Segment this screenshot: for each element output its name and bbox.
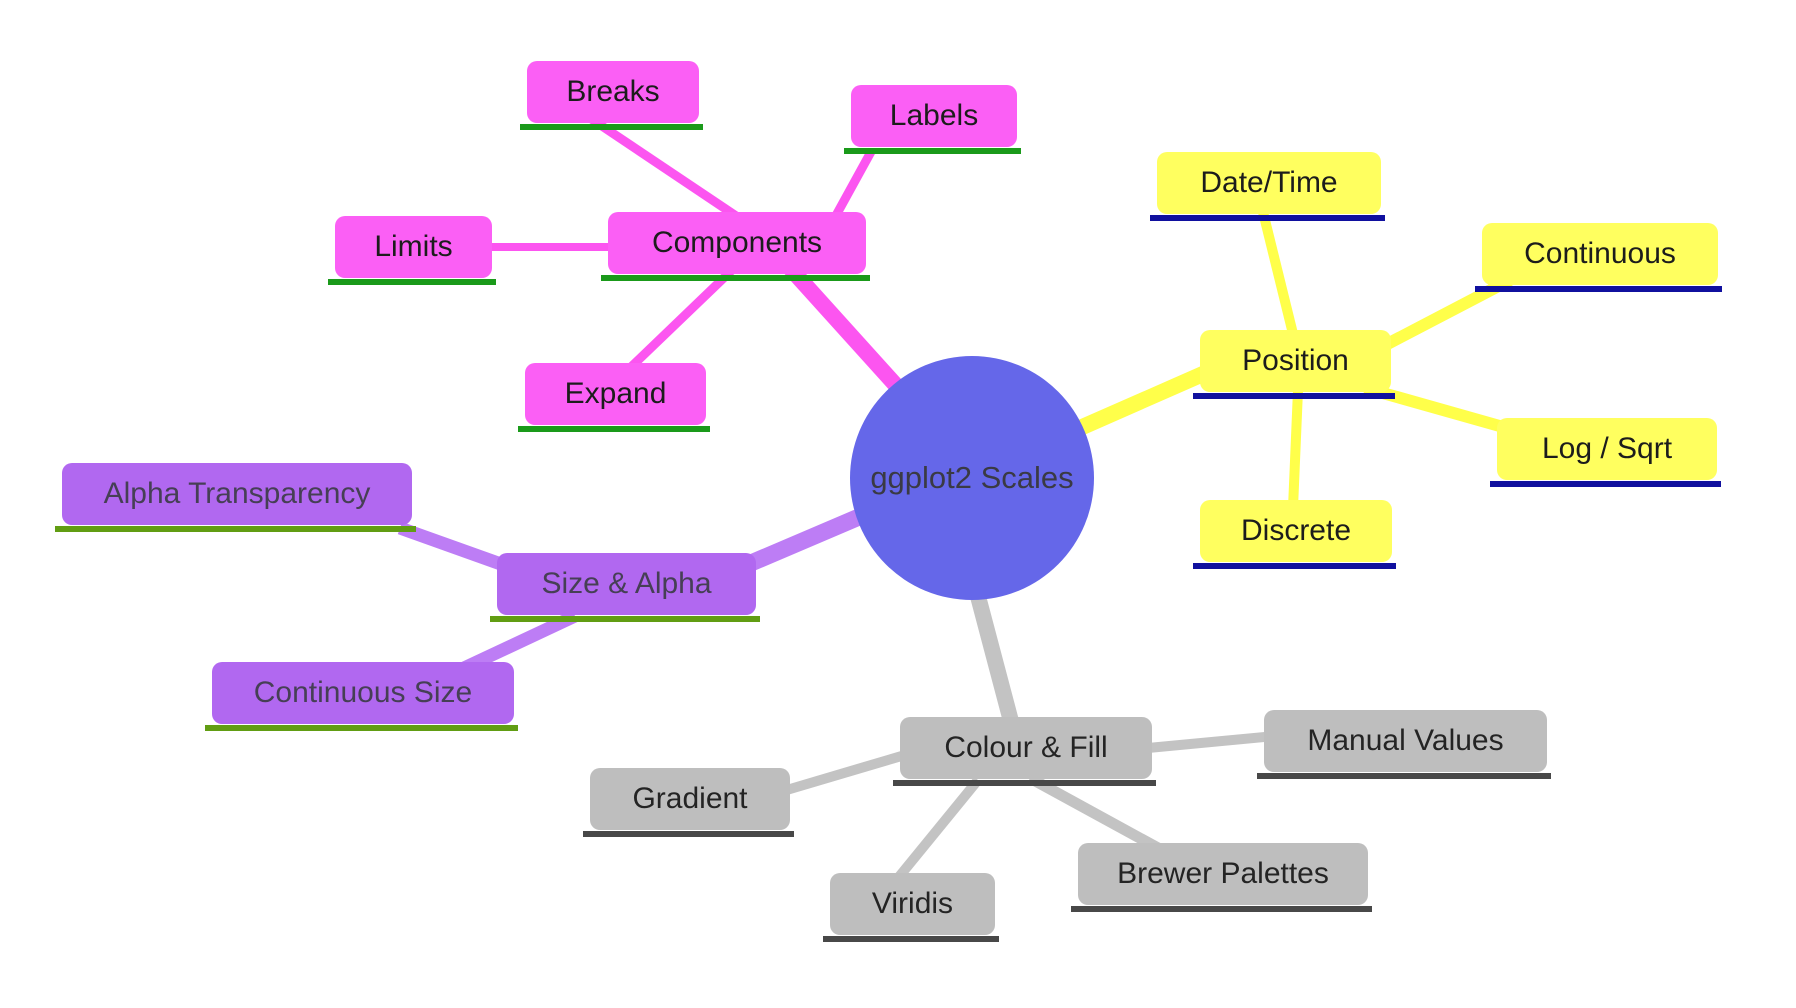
node-underline — [823, 936, 999, 942]
node-labels[interactable]: Labels — [844, 85, 1021, 154]
connector-position-center — [1076, 362, 1216, 436]
node-underline — [893, 780, 1156, 786]
node-viridis[interactable]: Viridis — [823, 873, 999, 942]
node-continuous-size[interactable]: Continuous Size — [205, 662, 518, 731]
node-underline — [205, 725, 518, 731]
node-underline — [1150, 215, 1385, 221]
node-logsqrt[interactable]: Log / Sqrt — [1490, 418, 1721, 487]
node-limits-label: Limits — [374, 230, 453, 263]
connector-brewerpalettes-colourfill — [1027, 773, 1161, 853]
node-continuous[interactable]: Continuous — [1475, 223, 1722, 292]
node-alpha-transparency-label: Alpha Transparency — [103, 477, 371, 510]
connector-viridis-colourfill — [894, 776, 982, 882]
node-underline — [55, 526, 416, 532]
connector-continuous-position — [1369, 274, 1513, 358]
center-node[interactable]: ggplot2 Scales — [850, 356, 1094, 600]
center-node-label: ggplot2 Scales — [870, 460, 1074, 495]
node-underline — [518, 426, 710, 432]
node-size-alpha-label: Size & Alpha — [541, 567, 712, 600]
node-viridis-label: Viridis — [871, 887, 954, 920]
node-underline — [1490, 481, 1721, 487]
node-position[interactable]: Position — [1193, 330, 1395, 399]
node-discrete-label: Discrete — [1240, 514, 1352, 547]
node-manual-values[interactable]: Manual Values — [1257, 710, 1551, 779]
node-size-alpha[interactable]: Size & Alpha — [490, 553, 760, 622]
node-position-label: Position — [1242, 344, 1349, 377]
node-underline — [844, 148, 1021, 154]
connector-datetime-position — [1258, 210, 1302, 352]
node-logsqrt-label: Log / Sqrt — [1541, 432, 1673, 465]
node-underline — [1193, 393, 1395, 399]
node-datetime-label: Date/Time — [1200, 166, 1338, 199]
node-continuous-size-label: Continuous Size — [253, 676, 473, 709]
connector-continuoussize-sizealpha — [461, 610, 578, 674]
node-expand[interactable]: Expand — [518, 363, 710, 432]
node-gradient-label: Gradient — [632, 782, 748, 815]
node-underline — [583, 831, 794, 837]
node-labels-label: Labels — [889, 99, 979, 132]
node-underline — [1475, 286, 1722, 292]
node-breaks[interactable]: Breaks — [520, 61, 703, 130]
node-colour-fill-label: Colour & Fill — [944, 731, 1108, 764]
node-underline — [490, 616, 760, 622]
connector-colourfill-center — [967, 582, 1020, 728]
node-gradient[interactable]: Gradient — [583, 768, 794, 837]
node-brewer-palettes-label: Brewer Palettes — [1117, 857, 1329, 890]
node-components[interactable]: Components — [601, 212, 870, 281]
node-discrete[interactable]: Discrete — [1193, 500, 1396, 569]
connector-manualvalues-colourfill — [1147, 731, 1276, 753]
node-datetime[interactable]: Date/Time — [1150, 152, 1385, 221]
node-underline — [1257, 773, 1551, 779]
node-continuous-label: Continuous — [1524, 237, 1676, 270]
node-manual-values-label: Manual Values — [1307, 724, 1504, 757]
node-underline — [1193, 563, 1396, 569]
node-underline — [520, 124, 703, 130]
node-underline — [601, 275, 870, 281]
node-expand-label: Expand — [564, 377, 667, 410]
node-underline — [328, 279, 496, 285]
node-breaks-label: Breaks — [566, 75, 660, 108]
node-alpha-transparency[interactable]: Alpha Transparency — [55, 463, 416, 532]
connector-gradient-colourfill — [778, 747, 917, 797]
node-limits[interactable]: Limits — [328, 216, 496, 285]
connector-expand-components — [626, 266, 736, 372]
node-underline — [1071, 906, 1372, 912]
node-components-label: Components — [651, 226, 823, 259]
node-colour-fill[interactable]: Colour & Fill — [893, 717, 1156, 786]
connector-discrete-position — [1288, 389, 1303, 509]
node-brewer-palettes[interactable]: Brewer Palettes — [1071, 843, 1372, 912]
